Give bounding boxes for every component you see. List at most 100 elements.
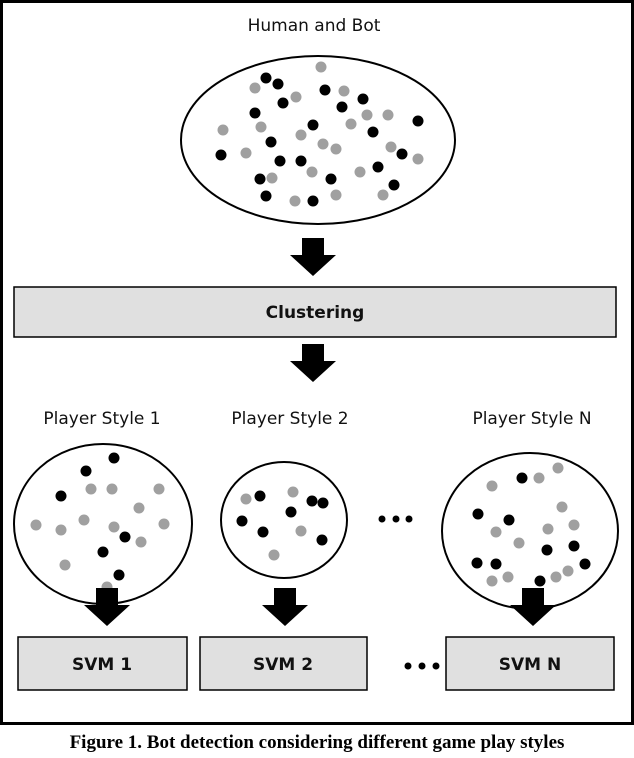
human-dot [287,486,299,498]
bot-dot [285,506,297,518]
style-2-label: Player Style 2 [231,409,348,429]
bot-dot [336,101,348,113]
human-dot [295,525,307,537]
bot-dot [295,155,307,167]
human-dot [377,189,389,201]
human-dot [153,483,165,495]
bot-dot [254,490,266,502]
bot-dot [472,508,484,520]
human-dot [486,575,498,587]
human-dot [542,523,554,535]
title-label: Human and Bot [248,16,381,36]
clustering-label: Clustering [266,303,365,323]
human-dot [158,518,170,530]
down-arrow-icon [290,344,336,382]
human-dot [85,483,97,495]
human-dot [533,472,545,484]
bot-dot [97,546,109,558]
bot-dot [307,195,319,207]
human-dot [361,109,373,121]
bot-dot [471,557,483,569]
human-dot [249,82,261,94]
human-dot [552,462,564,474]
style-dots [30,452,591,593]
ellipsis-dots-svm [404,662,440,670]
bot-dot [568,540,580,552]
down-arrow-icon [262,588,308,626]
human-dot [133,502,145,514]
human-dot [217,124,229,136]
human-dot [550,571,562,583]
figure-frame [0,0,634,725]
human-dot [330,143,342,155]
down-arrow-icon [84,588,130,626]
human-dot [268,549,280,561]
human-dot [330,189,342,201]
human-dot [556,501,568,513]
bot-dot [307,119,319,131]
human-dot [290,91,302,103]
human-dot [502,571,514,583]
svm-n-box [445,636,615,691]
down-arrow-icon [290,238,336,276]
mixed-dots [215,61,424,207]
style-2-ellipse [220,461,348,579]
human-dot [486,480,498,492]
bot-dot [319,84,331,96]
human-dot [78,514,90,526]
human-dot [55,524,67,536]
svm-n-label: SVM N [499,655,561,675]
human-dot [240,147,252,159]
style-n-label: Player Style N [472,409,591,429]
bot-dot [254,173,266,185]
bot-dot [272,78,284,90]
human-dot [513,537,525,549]
human-dot [289,195,301,207]
bot-dot [367,126,379,138]
bot-dot [541,544,553,556]
human-dot [385,141,397,153]
human-dot [338,85,350,97]
bot-dot [108,452,120,464]
bot-dot [260,72,272,84]
bot-dot [274,155,286,167]
svm-1-label: SVM 1 [72,655,132,675]
human-dot [106,483,118,495]
human-dot [562,565,574,577]
human-dot [315,61,327,73]
human-dot [345,118,357,130]
bot-dot [396,148,408,160]
human-dot [135,536,147,548]
bot-dot [119,531,131,543]
bot-dot [316,534,328,546]
ellipsis-dots [378,515,413,523]
human-dot [490,526,502,538]
bot-dot [490,558,502,570]
bot-dot [257,526,269,538]
human-dot [568,519,580,531]
bot-dot [534,575,546,587]
style-1-label: Player Style 1 [43,409,160,429]
bot-dot [80,465,92,477]
bot-dot [325,173,337,185]
bot-dot [306,495,318,507]
human-dot [317,138,329,150]
human-dot [354,166,366,178]
mixed-population-ellipse [180,55,456,225]
human-dot [306,166,318,178]
bot-dot [372,161,384,173]
bot-dot [317,497,329,509]
human-dot [108,521,120,533]
bot-dot [503,514,515,526]
human-dot [382,109,394,121]
style-n-ellipse [441,452,619,610]
bot-dot [249,107,261,119]
arrows [84,238,556,626]
svm-2-box [199,636,368,691]
human-dot [240,493,252,505]
bot-dot [215,149,227,161]
bot-dot [412,115,424,127]
clustering-box [13,286,617,338]
human-dot [30,519,42,531]
